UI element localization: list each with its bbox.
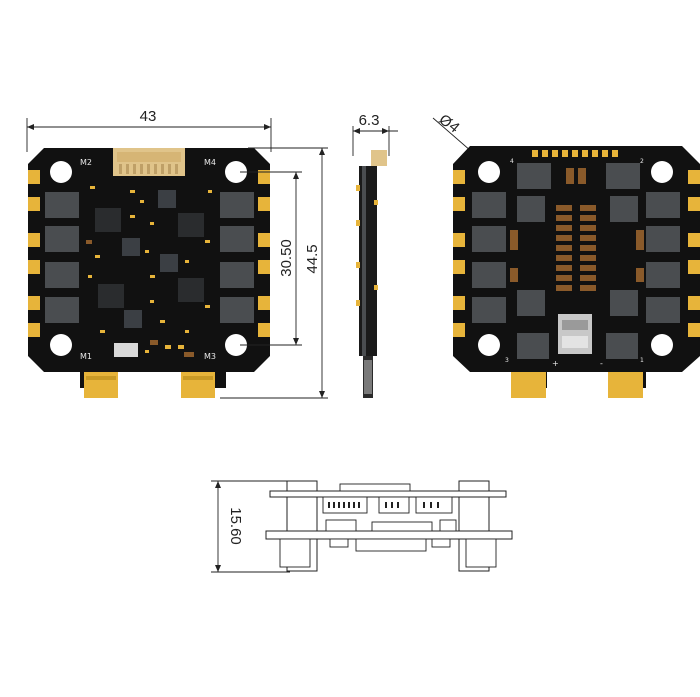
side-board	[359, 166, 377, 356]
back-label-2: 2	[640, 158, 644, 165]
back-mosfets	[472, 163, 680, 359]
front-small-components	[88, 186, 212, 353]
back-label-1: 1	[640, 357, 644, 364]
height-dimension: 44.5	[220, 147, 328, 399]
back-mount-holes	[478, 161, 673, 356]
width-dimension-label: 43	[140, 108, 157, 125]
back-pcb	[453, 146, 700, 388]
front-mount-holes	[50, 161, 247, 356]
front-pcb	[28, 148, 270, 388]
back-label-minus: -	[600, 359, 603, 368]
side-connector	[371, 150, 387, 166]
stack-bottom-board	[265, 530, 513, 540]
side-view: 6.3	[352, 112, 398, 398]
label-m3: M3	[204, 352, 216, 361]
label-m1: M1	[80, 352, 92, 361]
back-battery-pad-right	[608, 372, 643, 398]
back-label-4: 4	[510, 158, 514, 165]
battery-pad-left	[84, 372, 118, 398]
mount-spacing-label: 30.50	[278, 239, 295, 277]
label-m2: M2	[80, 158, 92, 167]
stack-top-board	[269, 490, 507, 498]
back-battery-pad-left	[511, 372, 546, 398]
back-label-plus: +	[552, 359, 559, 368]
back-signal-pads	[532, 150, 618, 157]
stack-height-label: 15.60	[227, 507, 244, 545]
width-dimension: 43	[26, 108, 272, 152]
thickness-dimension-label: 6.3	[359, 112, 380, 129]
mount-spacing-dimension: 30.50	[240, 171, 302, 346]
front-view: 43 M2 M4 M1 M3	[26, 108, 328, 399]
stack-view: 15.60	[211, 480, 513, 573]
height-dimension-label: 44.5	[304, 244, 321, 273]
back-motor-pads	[453, 170, 700, 337]
back-view: Ø 4 4 2 3 1 + -	[432, 111, 700, 398]
back-label-3: 3	[505, 357, 509, 364]
back-resistor-banks	[510, 168, 644, 291]
battery-pad-right	[181, 372, 215, 398]
front-mosfets	[45, 192, 254, 323]
label-m4: M4	[204, 158, 216, 167]
front-driver-chips	[95, 190, 204, 357]
front-motor-pads	[28, 170, 270, 337]
